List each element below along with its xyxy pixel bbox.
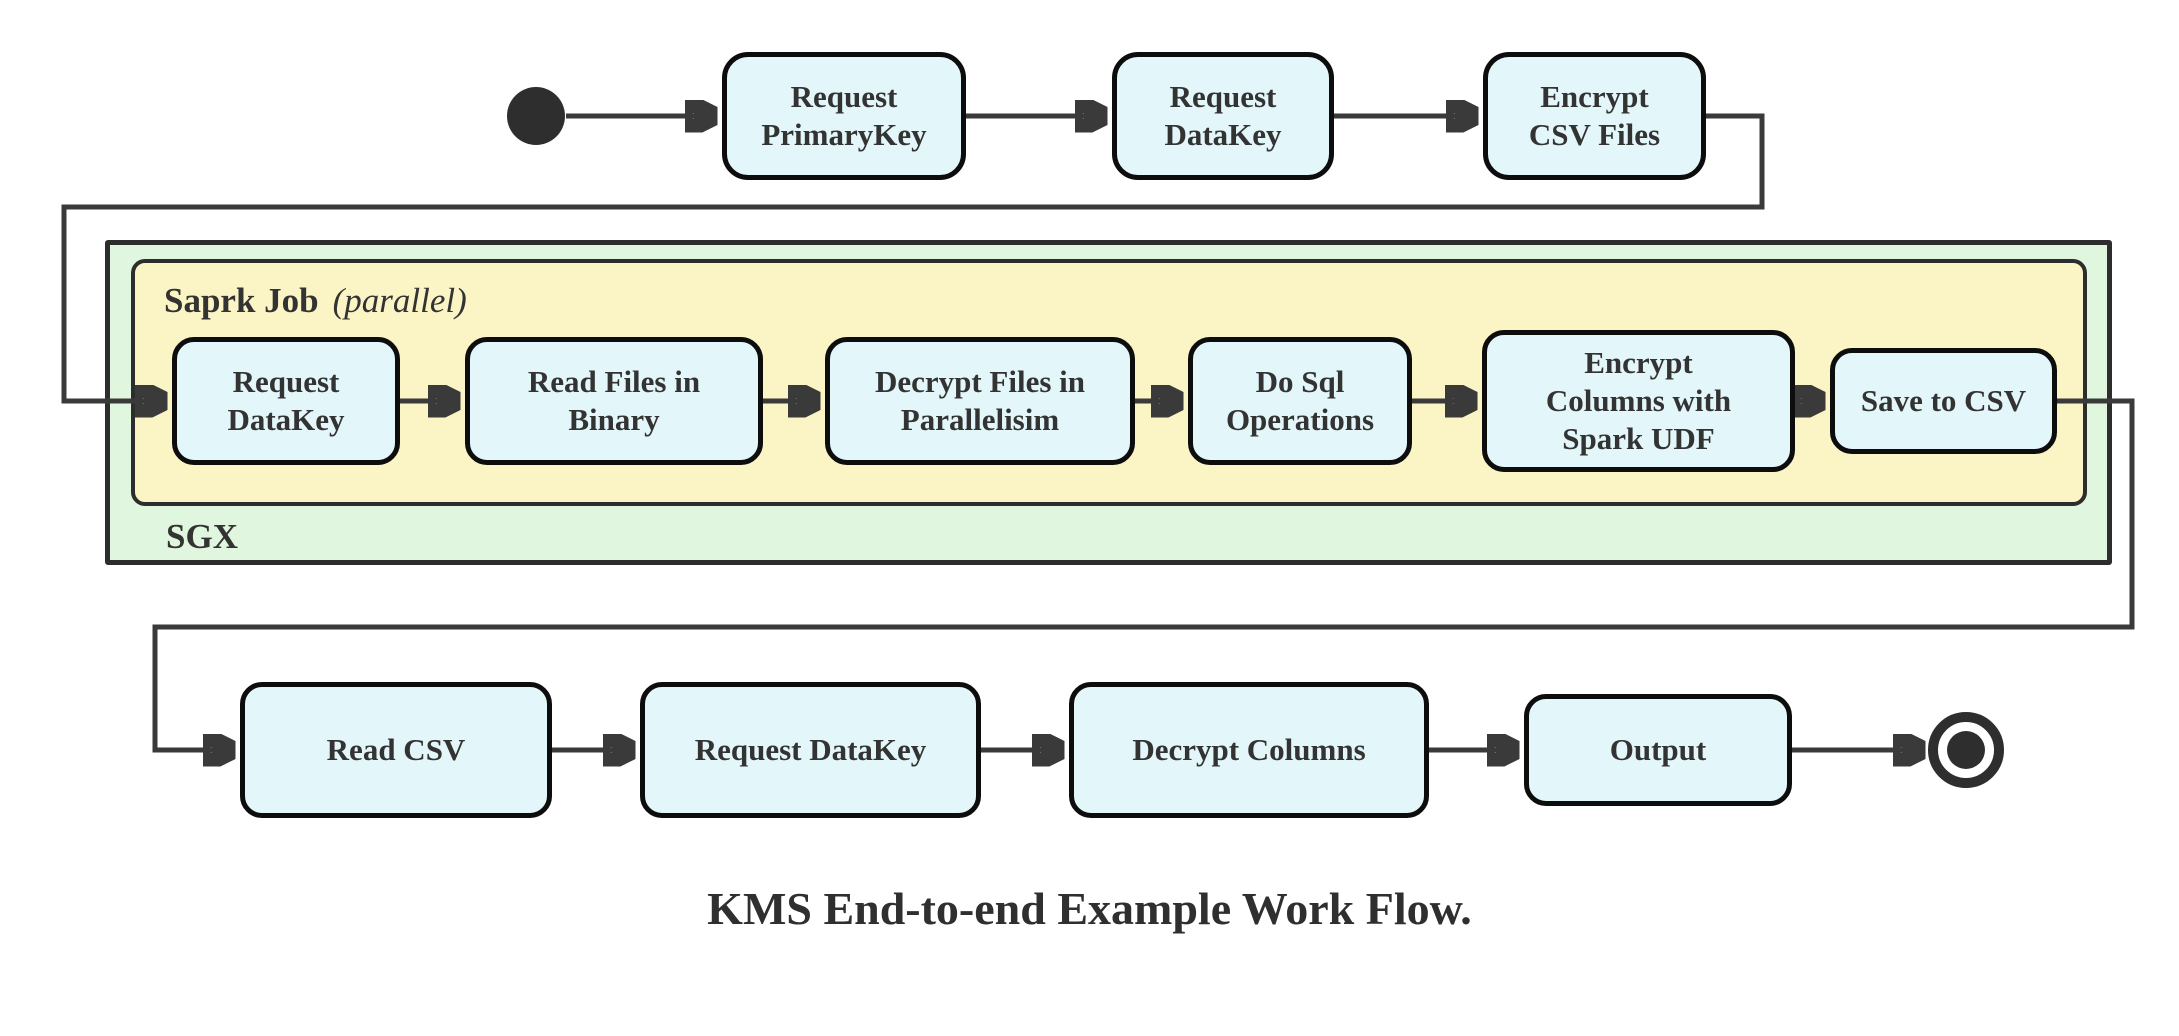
node-read-csv: Read CSV	[240, 682, 552, 818]
node-output: Output	[1524, 694, 1792, 806]
node-encrypt-columns-with-spark-udf: Encrypt Columns with Spark UDF	[1482, 330, 1795, 472]
node-decrypt-columns: Decrypt Columns	[1069, 682, 1429, 818]
spark-job-label-text: Saprk Job	[164, 281, 319, 320]
edge-save-to-csv-to-read-csv	[152, 398, 2135, 750]
end-state-inner-dot	[1947, 731, 1985, 769]
node-save-to-csv: Save to CSV	[1830, 348, 2057, 454]
node-request-datakey-sgx: Request DataKey	[172, 337, 400, 465]
start-state-icon	[507, 87, 565, 145]
node-request-datakey-bottom: Request DataKey	[640, 682, 981, 818]
edge-encrypt-csv-files-to-sgx-request-datakey	[61, 113, 1765, 401]
spark-job-parallel-annotation: (parallel)	[332, 281, 467, 320]
node-request-datakey-top: Request DataKey	[1112, 52, 1334, 180]
spark-job-label: Saprk Job (parallel)	[164, 281, 467, 321]
node-request-primarykey: Request PrimaryKey	[722, 52, 966, 180]
node-encrypt-csv-files: Encrypt CSV Files	[1483, 52, 1706, 180]
node-read-files-in-binary: Read Files in Binary	[465, 337, 763, 465]
node-do-sql-operations: Do Sql Operations	[1188, 337, 1412, 465]
diagram-title: KMS End-to-end Example Work Flow.	[707, 883, 1472, 934]
sgx-label: SGX	[166, 517, 238, 556]
node-decrypt-files-in-parallelisim: Decrypt Files in Parallelisim	[825, 337, 1135, 465]
